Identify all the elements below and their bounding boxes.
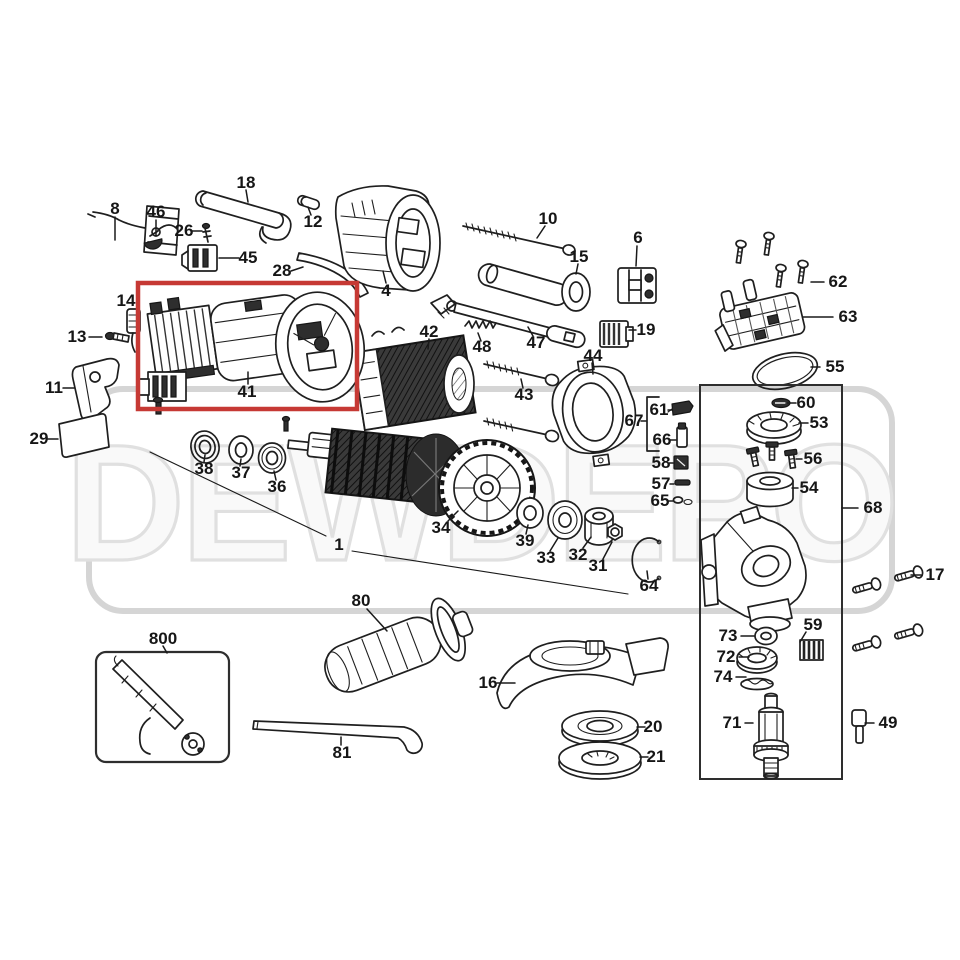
part-44-drawing bbox=[551, 358, 637, 468]
part-4-drawing bbox=[334, 185, 441, 292]
part-63-drawing bbox=[714, 278, 806, 352]
part-81-drawing bbox=[252, 720, 424, 755]
panel-border bbox=[86, 386, 895, 614]
part-64-drawing bbox=[631, 537, 662, 583]
part-58-drawing bbox=[673, 455, 689, 470]
part-19-drawing bbox=[599, 320, 634, 348]
part-59-drawing bbox=[799, 639, 824, 661]
part-33-drawing bbox=[547, 500, 583, 540]
part-26-drawing bbox=[201, 222, 212, 243]
part-6-drawing bbox=[617, 267, 657, 304]
part-12-drawing bbox=[296, 194, 321, 211]
part-60-drawing bbox=[771, 397, 791, 409]
leader-lines bbox=[47, 189, 922, 758]
part-48-drawing bbox=[464, 320, 497, 329]
part-45-drawing bbox=[181, 244, 218, 272]
bracket-67 bbox=[646, 396, 660, 452]
part-41-drawing bbox=[138, 291, 366, 432]
part-54-drawing bbox=[746, 471, 794, 508]
part-38-drawing bbox=[190, 430, 220, 464]
part-42-drawing bbox=[351, 326, 477, 432]
part-800-drawing bbox=[112, 655, 205, 756]
group-box-800 bbox=[94, 650, 231, 764]
part-28-drawing bbox=[296, 252, 369, 298]
part-16-drawing bbox=[496, 637, 669, 710]
part-53-drawing bbox=[746, 411, 802, 445]
part-72-drawing bbox=[736, 646, 778, 674]
part-18-drawing bbox=[194, 190, 292, 244]
part-55-drawing bbox=[751, 351, 819, 391]
part-29-drawing bbox=[58, 413, 110, 458]
part-11-drawing bbox=[71, 357, 120, 422]
part-62-drawing bbox=[735, 231, 809, 288]
part-36-drawing bbox=[257, 442, 287, 474]
part-57-drawing bbox=[674, 479, 691, 486]
part-39-drawing bbox=[516, 497, 544, 529]
part-47-drawing bbox=[430, 294, 586, 349]
gear-case-drawing bbox=[700, 505, 807, 632]
part-10-drawing bbox=[462, 222, 576, 256]
leader-part-1 bbox=[149, 451, 629, 595]
part-13-drawing bbox=[104, 331, 130, 343]
part-43-drawing bbox=[483, 360, 560, 443]
part-80-drawing bbox=[324, 597, 474, 693]
part-8-drawing bbox=[87, 205, 180, 256]
part-74-drawing bbox=[740, 677, 774, 691]
part-32-drawing bbox=[584, 507, 614, 546]
part-21-drawing bbox=[558, 741, 642, 780]
part-31-drawing bbox=[607, 523, 623, 541]
part-56-drawing bbox=[745, 441, 798, 470]
part-73-drawing bbox=[754, 626, 778, 646]
part-66-drawing bbox=[676, 422, 688, 448]
part-15-drawing bbox=[477, 263, 591, 312]
part-65-drawing bbox=[672, 496, 693, 506]
highlight-box-41 bbox=[135, 280, 360, 412]
part-71-drawing bbox=[753, 692, 789, 780]
part-17-drawing bbox=[851, 565, 924, 652]
part-20-drawing bbox=[561, 710, 639, 747]
part-49-drawing bbox=[851, 709, 867, 744]
part-34-drawing bbox=[438, 439, 536, 537]
